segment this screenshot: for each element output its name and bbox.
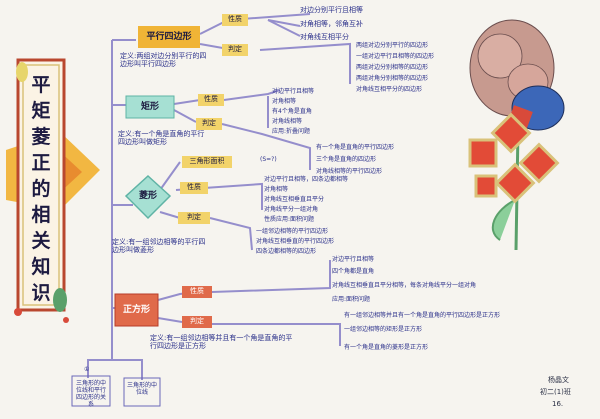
title-char: 菱 [31, 126, 51, 148]
square-property: 对角线互相垂直且平分相等，每条对角线平分一组对角 [332, 282, 477, 289]
parallelogram-judgement: 两组对边分别相等的四边形 [356, 64, 429, 71]
title-char: 相 [31, 204, 51, 226]
parallelogram-node: 平行四边形 [146, 32, 192, 42]
rectangle-judgement: 对角线相等的平行四边形 [316, 168, 383, 175]
parallelogram-property-tag: 性质 [228, 15, 242, 23]
square-property-tag: 性质 [190, 287, 204, 295]
parallelogram-judgement: 两组对边分别平行的四边形 [356, 42, 429, 49]
rectangle-property: 对角线相等 [272, 118, 303, 125]
title-char: 识 [31, 282, 51, 304]
parallelogram-judge-tag: 判定 [228, 45, 242, 53]
square-definition: 定义:有一组邻边相等并且有一个角是直角的平行四边形是正方形 [150, 334, 293, 350]
bottom-number: ① [84, 366, 90, 373]
rhombus-property-tag: 性质 [187, 183, 201, 191]
parallelogram-judgement: 一组对边平行且相等的四边形 [356, 53, 435, 60]
rhombus-area-note: (S=?) [260, 156, 277, 163]
title-char: 平 [31, 74, 51, 96]
parallelogram-property: 对角相等，邻角互补 [300, 20, 363, 28]
square-property: 对边平行且相等 [332, 256, 375, 263]
flower-decoration [468, 19, 565, 251]
title-char: 正 [31, 152, 51, 174]
rhombus-judge-tag: 判定 [187, 213, 201, 221]
rhombus-judgement: 一组邻边相等的平行四边形 [256, 228, 329, 235]
title-char: 关 [31, 230, 51, 252]
parallelogram-property: 对边分别平行且相等 [300, 6, 363, 14]
signature-class: 初二(1)班 [540, 388, 571, 396]
rectangle-property: 对边平行且相等 [272, 88, 315, 95]
rectangle-property: 对角相等 [272, 98, 297, 105]
square-property: 四个角都是直角 [332, 268, 375, 275]
rectangle-judgement: 有一个角是直角的平行四边形 [316, 144, 395, 151]
rectangle-judge-tag: 判定 [202, 119, 216, 127]
rectangle-property-tag: 性质 [204, 95, 218, 103]
square-property: 应用:面积问题 [332, 296, 371, 303]
parallelogram-node-bg [138, 26, 200, 48]
rhombus-property: 对边平行且相等，四条边都相等 [264, 176, 349, 183]
square-judgement: 有一个角是直角的菱形是正方形 [344, 344, 429, 351]
title-char: 的 [31, 178, 51, 200]
square-judgement: 有一组邻边相等并且有一个角是直角的平行四边形是正方形 [344, 312, 501, 319]
square-judgement: 一组邻边相等的矩形是正方形 [344, 326, 423, 333]
rectangle-definition: 定义:有一个角是直角的平行四边形叫做矩形 [118, 130, 205, 146]
rhombus-node: 菱形 [138, 191, 157, 201]
rhombus-property: 对角线平分一组对角 [264, 206, 319, 213]
title-char: 知 [31, 256, 51, 278]
rhombus-definition: 定义:有一组邻边相等的平行四边形叫做菱形 [112, 238, 206, 254]
rhombus-property: 对角线互相垂直且平分 [264, 196, 325, 203]
rhombus-judgement: 对角线互相垂直的平行四边形 [256, 238, 335, 245]
signature-name: 杨晶文 [548, 376, 569, 384]
rhombus-judgement: 四条边都相等的四边形 [256, 248, 317, 255]
rectangle-property: 有4个角是直角 [272, 108, 312, 115]
parallelogram-judgement: 两组对角分别相等的四边形 [356, 75, 429, 82]
parallelogram-judgement: 对角线互相平分的四边形 [356, 86, 423, 93]
rectangle-node: 矩形 [140, 102, 159, 112]
midline-relation-box: 三角形的中位线和平行四边形的关系 [75, 380, 106, 408]
parallelogram-property: 对角线互相平分 [300, 33, 349, 41]
rhombus-property: 性质应用:面积问题 [264, 216, 315, 223]
rectangle-property: 应用:折叠问题 [272, 128, 311, 135]
left-banner-decoration [6, 58, 100, 323]
rectangle-judgement: 三个角是直角的四边形 [316, 156, 377, 163]
rhombus-property: 对角相等 [264, 186, 289, 193]
rhombus-area-tag: 三角形面积 [189, 157, 225, 165]
square-node: 正方形 [122, 305, 150, 315]
signature-number: 16. [552, 400, 564, 408]
square-judge-tag: 判定 [190, 317, 204, 325]
parallelogram-definition: 定义:两组对边分别平行的四边形叫平行四边形 [120, 52, 207, 68]
midline-box: 三角形的中位线 [126, 382, 157, 396]
title-char: 矩 [31, 100, 51, 122]
